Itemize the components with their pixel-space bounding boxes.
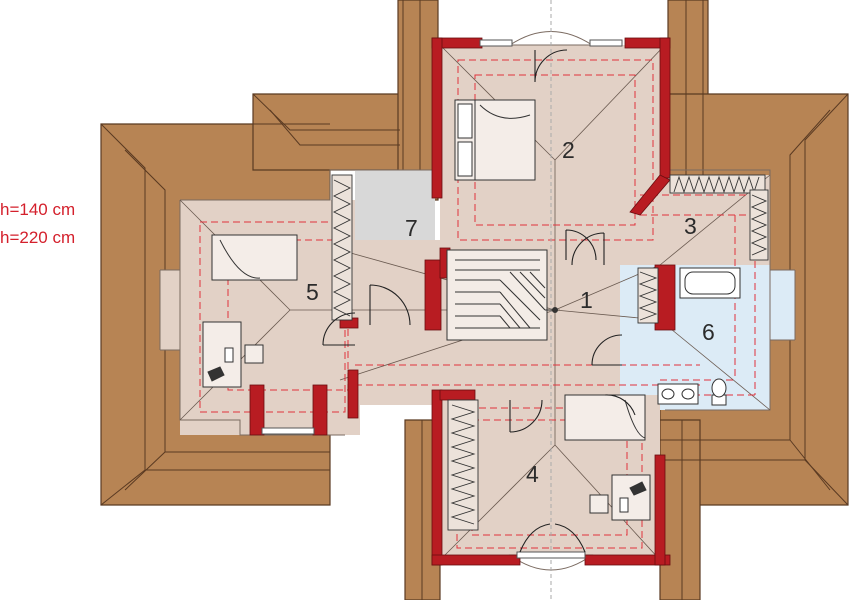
room-number-2: 2 bbox=[562, 137, 575, 163]
wardrobe-room4 bbox=[447, 399, 479, 531]
chair-room4 bbox=[589, 494, 609, 514]
attic-outline bbox=[159, 169, 796, 436]
wall-room4-west bbox=[431, 389, 443, 566]
room-6-extension bbox=[760, 270, 795, 340]
wall-room2-east-diag bbox=[629, 174, 671, 216]
room-number-3: 3 bbox=[684, 213, 697, 239]
door-room4-bed-arc bbox=[604, 394, 636, 416]
door-south-french bbox=[519, 523, 586, 553]
staircase bbox=[446, 249, 558, 341]
room-5-extension bbox=[160, 270, 190, 350]
wall-room4-south-left bbox=[431, 554, 521, 566]
door-room5 bbox=[322, 312, 356, 346]
wall-stair-left bbox=[424, 259, 442, 331]
room-number-7: 7 bbox=[405, 215, 418, 241]
door-room6 bbox=[591, 334, 623, 366]
legend-height-140: h=140 cm bbox=[0, 200, 76, 219]
floor bbox=[160, 45, 795, 560]
room-number-6: 6 bbox=[702, 319, 715, 345]
roof-south-right bbox=[659, 419, 701, 600]
roof-lines bbox=[100, 0, 849, 600]
wall-room5-pillar-right bbox=[312, 384, 328, 436]
windows bbox=[261, 39, 623, 559]
wardrobe-room3-top bbox=[669, 174, 766, 194]
room-number-5: 5 bbox=[306, 279, 319, 305]
room-number-1: 1 bbox=[580, 287, 593, 313]
door-room4 bbox=[509, 399, 543, 433]
desk-room5 bbox=[202, 321, 242, 388]
wall-room5-pillar-left bbox=[249, 384, 265, 436]
roof-west-upper bbox=[252, 93, 401, 171]
wardrobe-room3-right bbox=[749, 189, 769, 261]
wardrobes bbox=[331, 174, 769, 531]
room-number-4: 4 bbox=[526, 461, 539, 487]
wall-room2-west bbox=[431, 37, 443, 199]
door-room3 bbox=[571, 232, 605, 266]
door-room7 bbox=[369, 284, 411, 326]
desk-room4 bbox=[611, 474, 651, 521]
bed-room4 bbox=[564, 394, 646, 441]
wall-room1-west bbox=[347, 369, 359, 419]
room-numbers: 1 2 3 4 5 6 7 bbox=[306, 137, 715, 487]
doors bbox=[322, 49, 636, 553]
door-room2-north bbox=[534, 49, 568, 83]
legend-height-220: h=220 cm bbox=[0, 228, 76, 247]
roof-north-left-gable bbox=[397, 0, 439, 201]
wall-room4-east bbox=[654, 454, 666, 566]
door-room2-south bbox=[565, 229, 597, 261]
furniture bbox=[202, 99, 741, 521]
wall-room2-east bbox=[659, 37, 671, 179]
wall-room4-south-right bbox=[584, 554, 671, 566]
bed-room5 bbox=[211, 234, 298, 281]
chair-room5 bbox=[244, 344, 264, 364]
wall-room4-nw bbox=[439, 389, 476, 401]
